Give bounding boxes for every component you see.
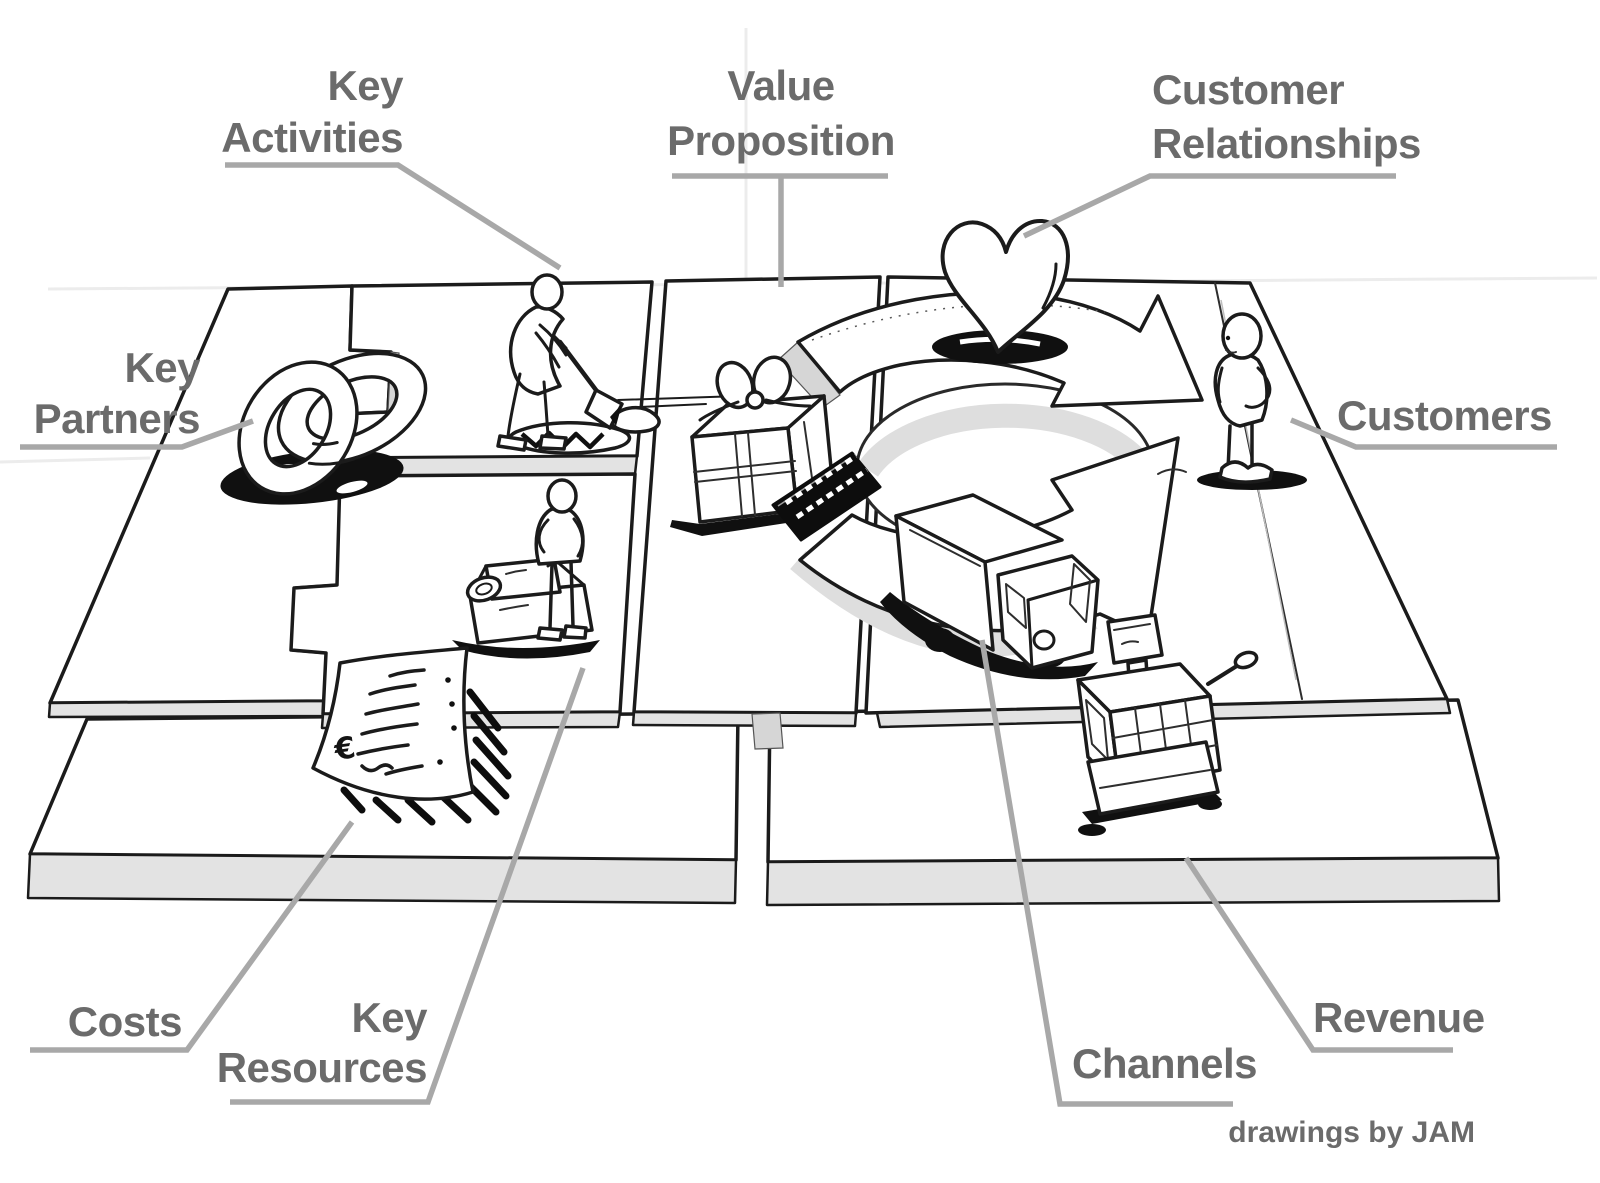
label-costs: Costs xyxy=(68,998,182,1045)
label-key-activities-line1: Key xyxy=(327,62,404,109)
keyboard-icon xyxy=(771,451,882,542)
delivery-truck-icon xyxy=(880,493,1100,680)
heart-icon xyxy=(932,218,1070,364)
label-key-partners-line1: Key xyxy=(124,344,201,391)
leader-costs xyxy=(30,820,355,1053)
customer-person-icon xyxy=(1157,312,1307,490)
interlocked-rings-icon xyxy=(220,351,428,505)
label-key-resources: Key Resources xyxy=(217,994,429,1091)
leader-key-activities xyxy=(225,162,562,271)
leader-lines xyxy=(20,162,1557,1107)
leader-customer-relationships xyxy=(1022,173,1396,239)
label-value-proposition-line2: Proposition xyxy=(667,117,895,164)
attribution-text: drawings by JAM xyxy=(1228,1116,1475,1149)
label-key-partners: Key Partners xyxy=(34,344,202,442)
euro-sign: € xyxy=(331,730,358,768)
label-channels: Channels xyxy=(1072,1040,1257,1087)
label-key-partners-line2: Partners xyxy=(34,395,200,442)
label-key-activities-line2: Activities xyxy=(221,114,403,161)
leader-key-resources xyxy=(230,667,586,1105)
label-key-activities: Key Activities xyxy=(221,62,404,161)
leader-value-proposition xyxy=(672,173,888,287)
labels: Key Activities Value Proposition Custome… xyxy=(34,62,1553,1149)
label-customer-relationships: Customer Relationships xyxy=(1152,66,1421,167)
label-key-resources-line1: Key xyxy=(351,994,428,1041)
worker-with-machine-icon xyxy=(452,478,600,659)
cash-register-icon xyxy=(1076,613,1259,836)
label-customer-relationships-line2: Relationships xyxy=(1152,120,1421,167)
label-customer-relationships-line1: Customer xyxy=(1152,66,1344,113)
leader-channels xyxy=(979,639,1233,1107)
leader-customers xyxy=(1289,417,1557,450)
label-key-resources-line2: Resources xyxy=(217,1044,427,1091)
label-value-proposition-line1: Value xyxy=(727,62,834,109)
cost-document-icon: € xyxy=(311,646,512,826)
digging-person-icon xyxy=(496,273,741,455)
label-value-proposition: Value Proposition xyxy=(667,62,895,164)
label-customers: Customers xyxy=(1337,392,1552,439)
leader-key-partners xyxy=(20,418,254,450)
leader-revenue xyxy=(1183,856,1453,1053)
label-revenue: Revenue xyxy=(1313,994,1485,1041)
